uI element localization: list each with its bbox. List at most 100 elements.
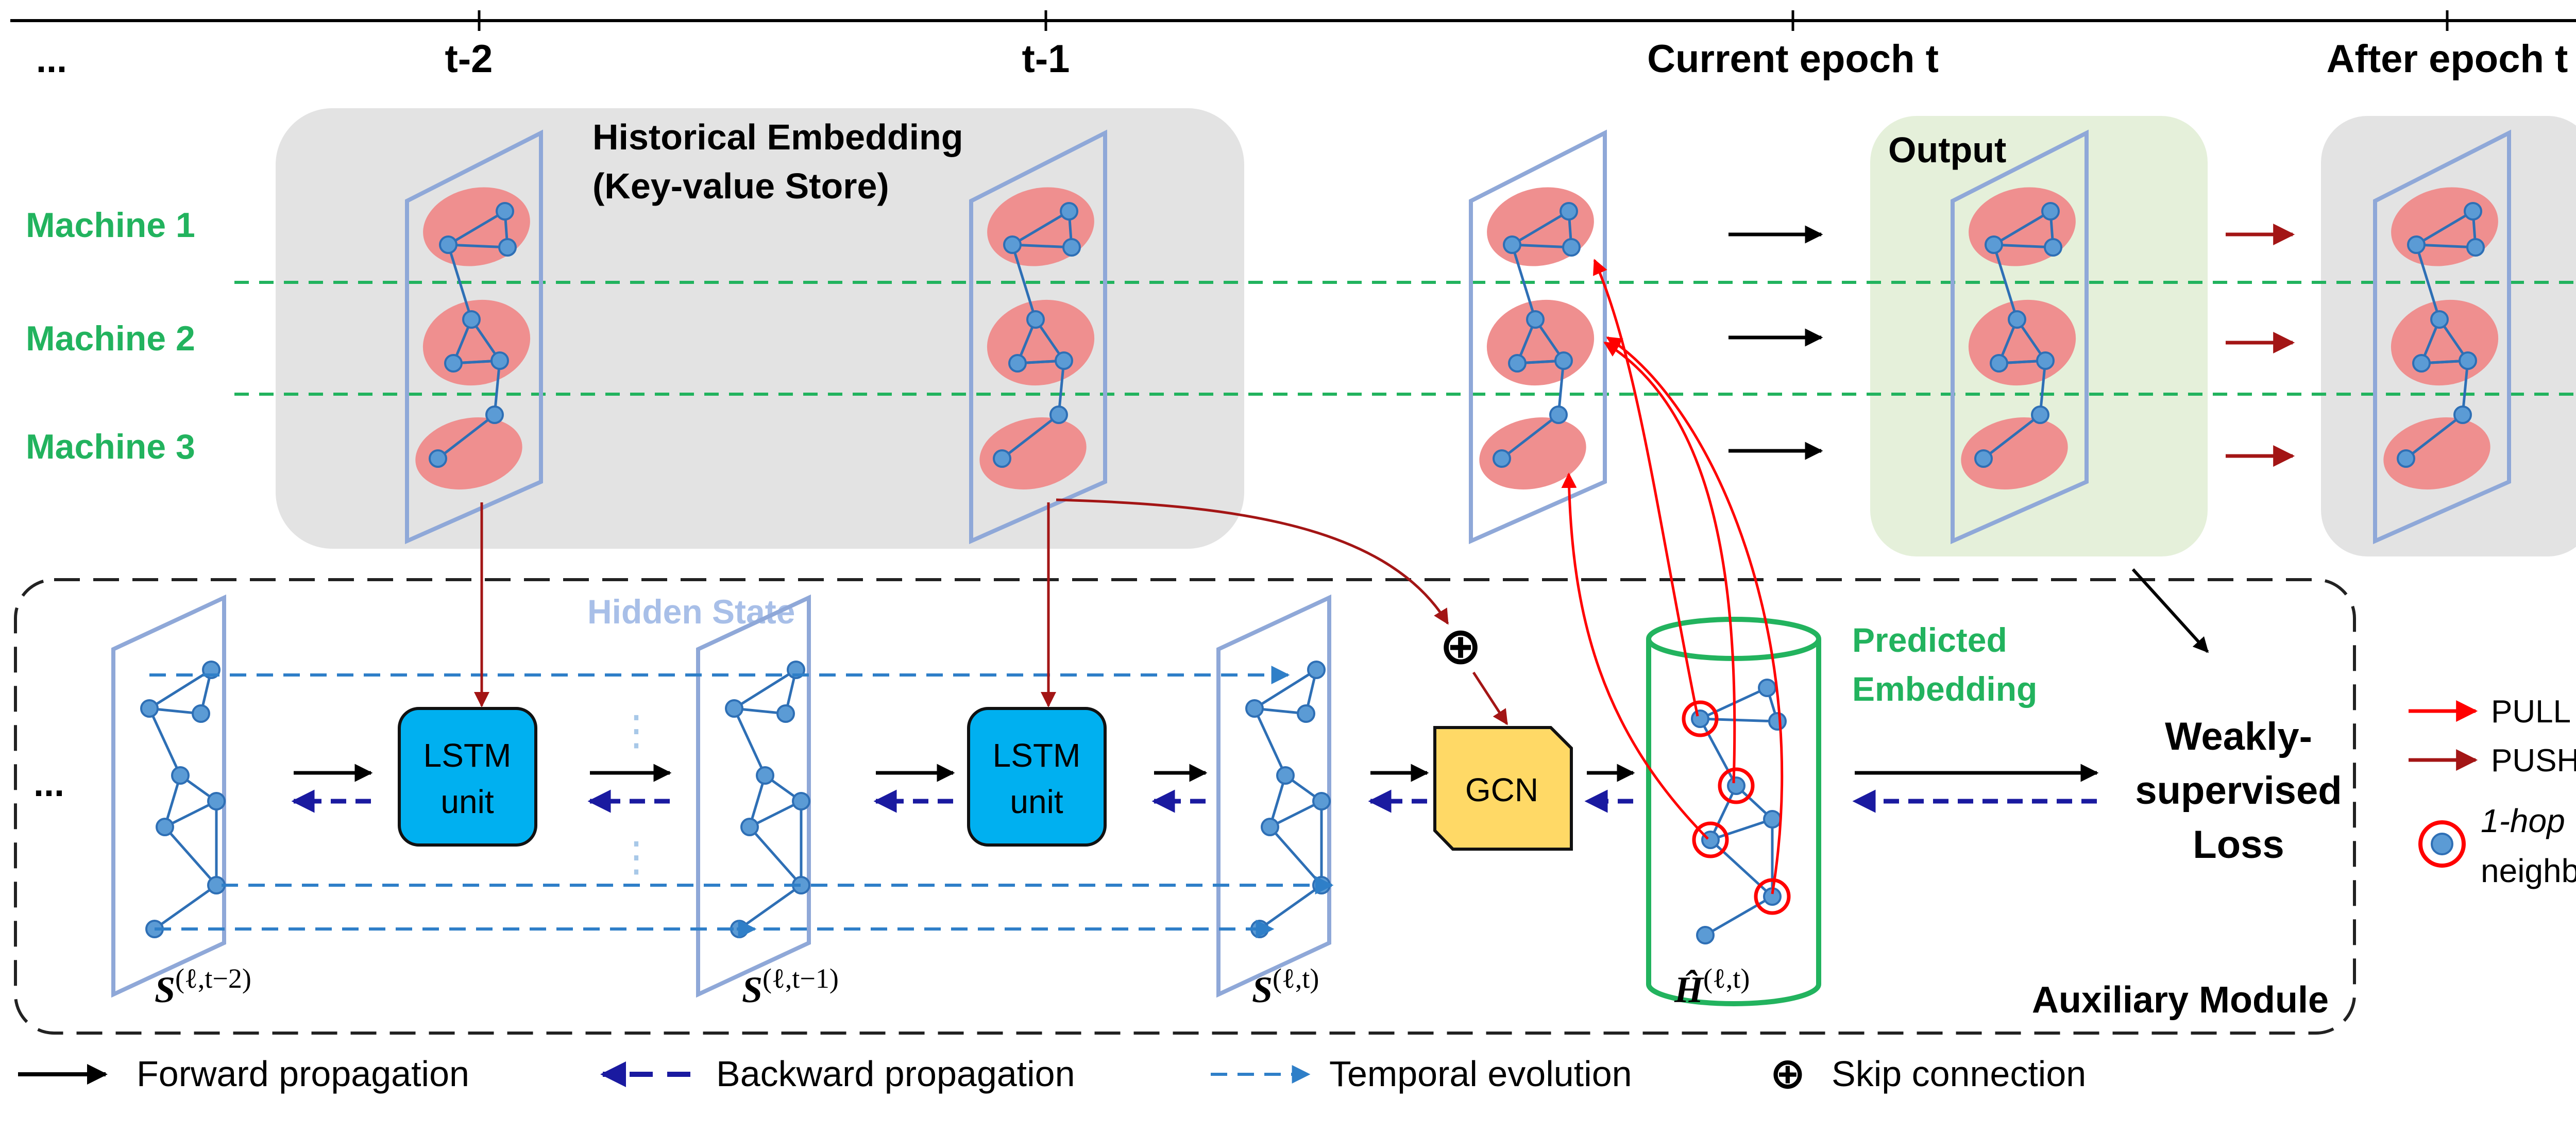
graph-edge <box>164 826 217 886</box>
graph-node <box>140 699 159 718</box>
graph-edge <box>448 243 508 249</box>
graph-node <box>1560 202 1578 221</box>
gcn-label: GCN <box>1465 771 1538 808</box>
graph-edge <box>1253 707 1287 776</box>
graph-node <box>740 818 759 836</box>
graph-node <box>1003 235 1022 254</box>
graph-node <box>444 354 463 373</box>
graph-edge <box>154 884 217 931</box>
one-hop-neighbor-ring <box>1718 767 1755 804</box>
hidden-state-frames <box>111 594 1331 998</box>
lstm-unit-1-line1: LSTM <box>423 737 512 774</box>
graph-edge <box>1993 210 2052 246</box>
push-skip-to-gcn <box>1472 671 1509 725</box>
side-legend-hop-icon-node <box>2431 833 2453 855</box>
frame-outline <box>696 594 811 998</box>
skip-connection-symbol: ⊕ <box>1439 617 1482 675</box>
embedding-frame-4 <box>2373 129 2511 545</box>
state-label-h-t: Ĥ(ℓ,t) <box>1674 963 1750 1010</box>
timeline-ellipsis: ... <box>36 39 67 80</box>
historical-title-line2: (Key-value Store) <box>592 166 889 206</box>
graph-edge <box>148 707 182 776</box>
graph-node <box>1307 661 1326 679</box>
gcn-box <box>1433 726 1573 851</box>
hidden-state-frame-2 <box>1216 594 1331 998</box>
pull-arc-2 <box>1603 341 1736 784</box>
pull-arc-4 <box>1561 472 1709 840</box>
graph-node <box>496 202 514 221</box>
graph-edge <box>1982 414 2041 460</box>
graph-edge <box>1709 839 1773 898</box>
graph-edge <box>1704 895 1773 937</box>
graph-edge <box>733 707 767 776</box>
frame-outline <box>111 594 226 998</box>
graph-edge <box>2405 414 2464 460</box>
predicted-label-line1: Predicted <box>1852 621 2007 659</box>
graph-node <box>429 449 447 468</box>
graph-node <box>490 351 509 370</box>
one-hop-neighbor-ring <box>1754 878 1791 915</box>
loss-line2: supervised <box>2135 769 2342 813</box>
graph-edge <box>148 668 212 710</box>
legend-temporal-label: Temporal evolution <box>1329 1054 1632 1094</box>
graph-node <box>1508 354 1527 373</box>
graph-node <box>1060 202 1078 221</box>
graph-node <box>171 766 190 785</box>
pull-arc-3 <box>1606 336 1784 894</box>
graph-edge <box>1011 244 1037 320</box>
legend-backward-label: Backward propagation <box>716 1054 1075 1094</box>
graph-node <box>485 406 504 424</box>
graph-edge <box>2415 210 2474 246</box>
graph-edge <box>1269 800 1323 829</box>
embedding-frame-3 <box>1951 129 2089 545</box>
graph-node <box>1974 449 1993 468</box>
graph-node <box>2453 406 2472 424</box>
graph-node <box>2044 238 2062 257</box>
lstm-unit-2-line1: LSTM <box>993 737 1081 774</box>
output-label: Output <box>1888 130 2006 170</box>
frame-outline <box>1216 594 1331 998</box>
graph-node <box>1985 235 2003 254</box>
graph-node <box>156 818 174 836</box>
graph-node <box>2466 238 2485 257</box>
graph-edge <box>447 244 473 320</box>
frame-outline <box>405 129 543 545</box>
graph-node <box>2041 202 2060 221</box>
graph-edge <box>1699 718 1738 787</box>
graph-node <box>1691 709 1709 728</box>
cluster-region <box>979 417 1087 490</box>
graph-node <box>1503 235 1521 254</box>
embedding-frame-1 <box>969 129 1107 545</box>
graph-node <box>1245 699 1264 718</box>
graph-node <box>1297 704 1315 723</box>
machine-2-label: Machine 2 <box>26 319 195 358</box>
graph-node <box>1758 679 1776 697</box>
graph-node <box>2397 449 2415 468</box>
graph-edge <box>1993 243 2054 249</box>
frame-outline <box>2373 129 2511 545</box>
graph-edge <box>1512 243 1572 249</box>
push-curve-skip <box>1056 498 1449 625</box>
frame-outline <box>969 129 1107 545</box>
graph-node <box>1549 406 1568 424</box>
graph-edge <box>738 884 802 931</box>
frame-outline <box>1951 129 2089 545</box>
graph-edge <box>1011 210 1070 246</box>
one-hop-neighbor-ring <box>1692 821 1729 858</box>
cluster-region <box>1479 417 1586 490</box>
machine-1-label: Machine 1 <box>26 206 195 245</box>
graph-edge <box>1259 884 1323 931</box>
graph-node <box>2430 310 2449 329</box>
side-legend-push: PUSH <box>2491 743 2576 779</box>
graph-node <box>2459 351 2477 370</box>
auxiliary-module-label: Auxiliary Module <box>2032 979 2329 1021</box>
graph-node <box>207 792 226 810</box>
graph-node <box>1562 238 1581 257</box>
vdots-top: ⋮ <box>616 707 657 753</box>
graph-node <box>2036 351 2055 370</box>
graph-node <box>2008 310 2026 329</box>
historical-title-line1: Historical Embedding <box>592 117 963 157</box>
graph-edge <box>749 800 802 829</box>
